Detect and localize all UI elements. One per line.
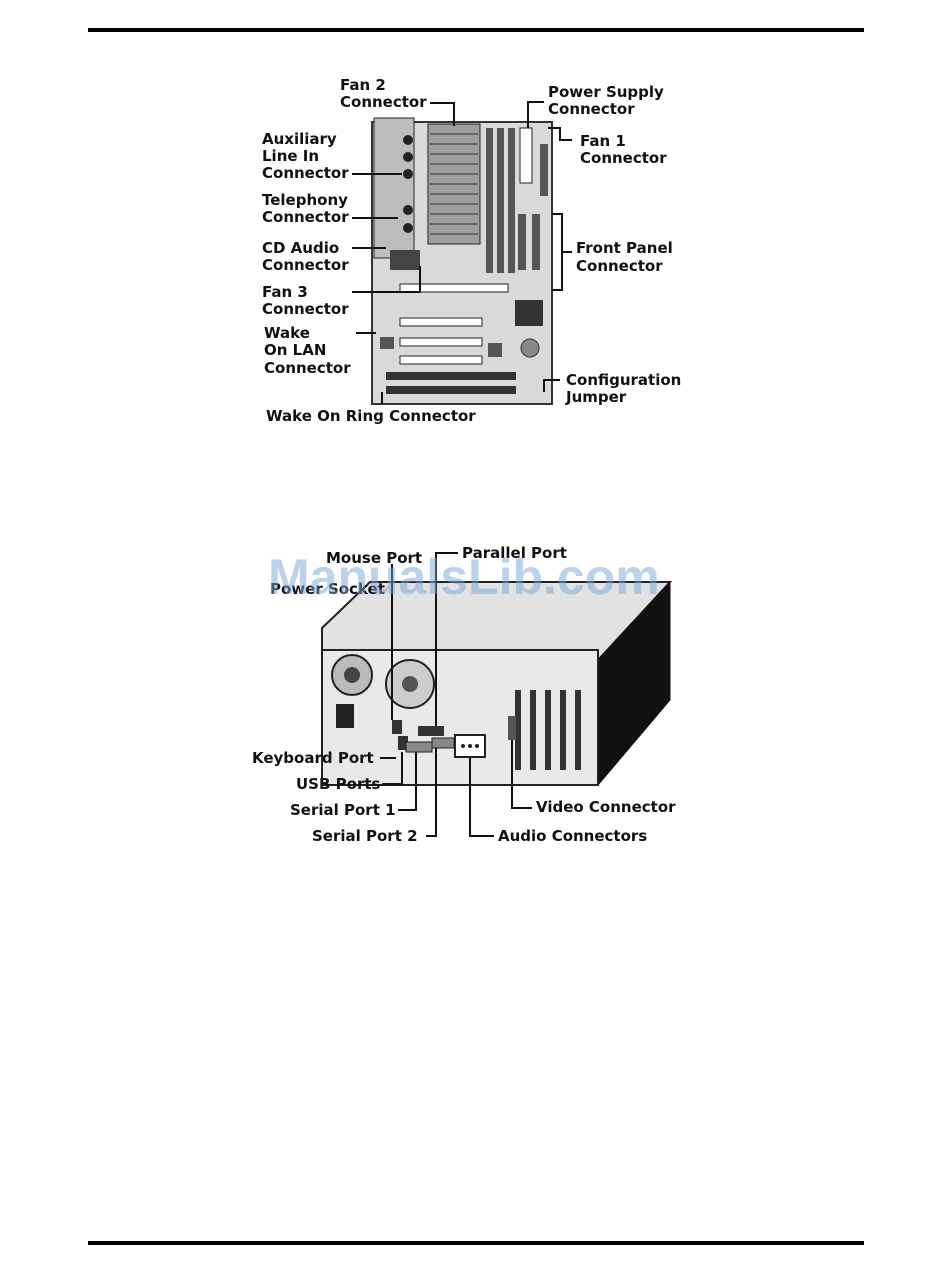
parallel-port-label: Parallel Port	[462, 544, 567, 562]
usb-ports-label: USB Ports	[296, 775, 381, 793]
motherboard-illustration	[371, 117, 553, 405]
partial-label: Power Socket	[270, 580, 385, 598]
rear-panel-leader-lines	[380, 552, 532, 837]
serial-port-2-label: Serial Port 2	[312, 827, 418, 845]
mouse-port-label: Mouse Port	[326, 549, 422, 567]
bottom-rule	[88, 1241, 864, 1245]
audio-connectors-label: Audio Connectors	[498, 827, 647, 845]
top-rule	[88, 28, 864, 32]
keyboard-port-label: Keyboard Port	[252, 749, 374, 767]
motherboard-leader-lines	[352, 101, 572, 404]
video-connector-label: Video Connector	[536, 798, 676, 816]
serial-port-1-label: Serial Port 1	[290, 801, 396, 819]
rear-panel-figure: Mouse Port Parallel Port Power Socket Ke…	[252, 544, 676, 845]
wake-on-ring-label: Wake On Ring Connector	[266, 407, 476, 425]
computer-rear-illustration	[321, 580, 673, 787]
